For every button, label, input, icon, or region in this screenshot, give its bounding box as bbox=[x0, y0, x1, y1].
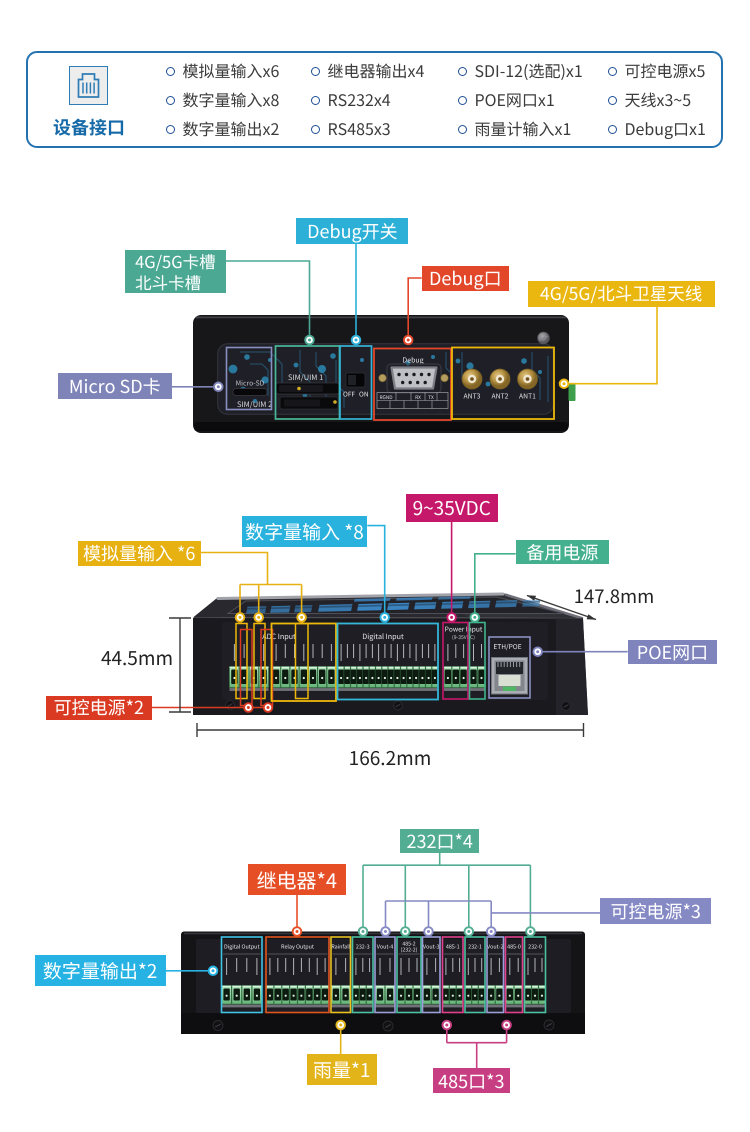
svg-text:SIM/UIM 2: SIM/UIM 2 bbox=[237, 399, 272, 410]
svg-text:232-1: 232-1 bbox=[468, 943, 482, 951]
svg-text:Rainfall: Rainfall bbox=[331, 943, 351, 951]
svg-text:SIM/UIM 1: SIM/UIM 1 bbox=[288, 372, 323, 383]
svg-text:ETH/POE: ETH/POE bbox=[493, 641, 521, 651]
svg-text:485-1: 485-1 bbox=[446, 943, 460, 951]
svg-text:Vout-3: Vout-3 bbox=[423, 943, 440, 951]
svg-text:147.8mm: 147.8mm bbox=[574, 583, 654, 609]
svg-text:ON: ON bbox=[359, 389, 369, 399]
svg-text:RX: RX bbox=[415, 394, 421, 401]
svg-text:485-0: 485-0 bbox=[507, 943, 521, 951]
svg-text:ANT3: ANT3 bbox=[464, 391, 481, 401]
svg-text:232-0: 232-0 bbox=[528, 943, 542, 951]
svg-text:232-3: 232-3 bbox=[356, 943, 370, 951]
svg-text:Debug: Debug bbox=[402, 356, 423, 366]
svg-text:Relay Output: Relay Output bbox=[281, 943, 314, 951]
svg-text:TX: TX bbox=[428, 394, 434, 401]
svg-text:OFF: OFF bbox=[343, 389, 355, 399]
svg-text:Digital Output: Digital Output bbox=[224, 943, 259, 951]
svg-text:166.2mm: 166.2mm bbox=[349, 744, 432, 771]
svg-text:ANT2: ANT2 bbox=[492, 391, 509, 401]
svg-text:485-2: 485-2 bbox=[402, 941, 415, 948]
svg-text:Micro-SD: Micro-SD bbox=[236, 378, 265, 388]
svg-text:Vout-4: Vout-4 bbox=[377, 943, 394, 951]
svg-text:RGND: RGND bbox=[379, 394, 392, 401]
svg-text:ANT1: ANT1 bbox=[519, 391, 536, 401]
svg-text:Power Input: Power Input bbox=[445, 624, 483, 634]
svg-text:44.5mm: 44.5mm bbox=[101, 644, 173, 671]
svg-text:Digital Input: Digital Input bbox=[362, 632, 404, 642]
svg-text:ADC Input: ADC Input bbox=[262, 632, 296, 642]
svg-text:Vout-2: Vout-2 bbox=[487, 943, 504, 951]
svg-text:(9-35VDC): (9-35VDC) bbox=[452, 634, 475, 641]
svg-text:(232-2): (232-2) bbox=[401, 947, 418, 954]
